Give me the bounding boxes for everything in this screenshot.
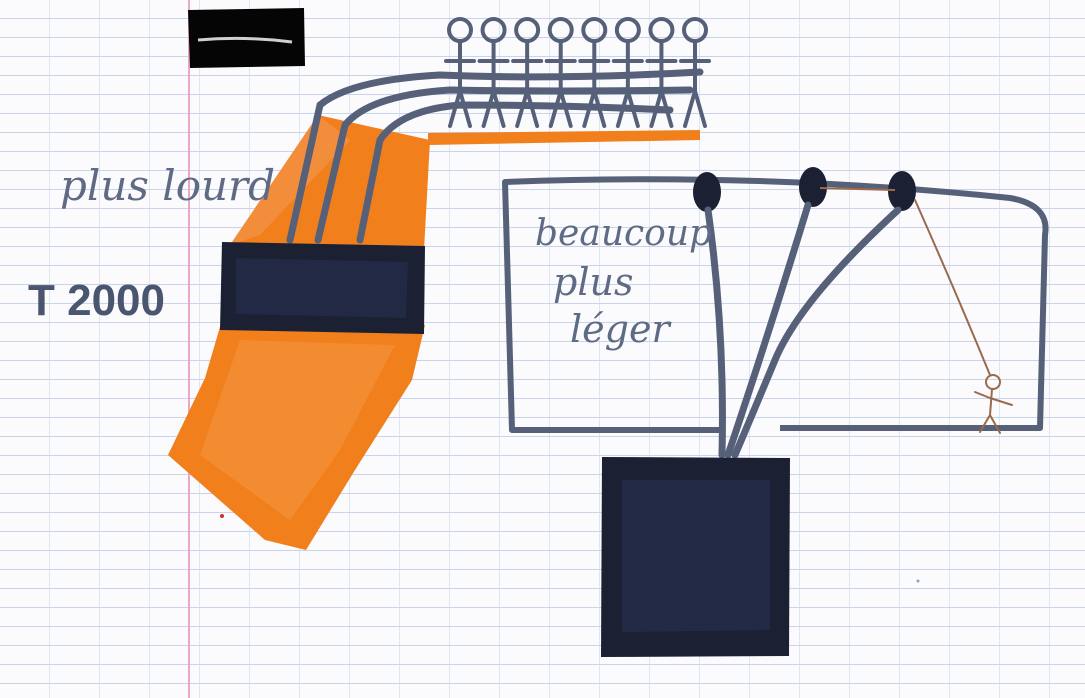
platform-orange-line [428, 130, 700, 145]
svg-text:léger: léger [570, 307, 672, 351]
light-tram-cables [708, 205, 898, 455]
svg-text:plus: plus [553, 260, 633, 304]
svg-text:beaucoup: beaucoup [535, 213, 712, 254]
label-heavy: plus lourd [60, 161, 275, 210]
pulley-wheel-2 [799, 167, 827, 207]
person-figure [547, 19, 575, 126]
label-tram-number: T 2000 [28, 276, 165, 325]
hanging-person [915, 200, 1012, 433]
person-figure [513, 19, 541, 126]
label-lighter: beaucoup plus léger [535, 213, 712, 351]
stray-blue-dot [917, 580, 920, 583]
person-figure [480, 19, 508, 126]
pulley-wheel-1 [693, 172, 721, 212]
pulley-wheel-3 [888, 171, 916, 211]
stray-red-dot [220, 514, 224, 518]
